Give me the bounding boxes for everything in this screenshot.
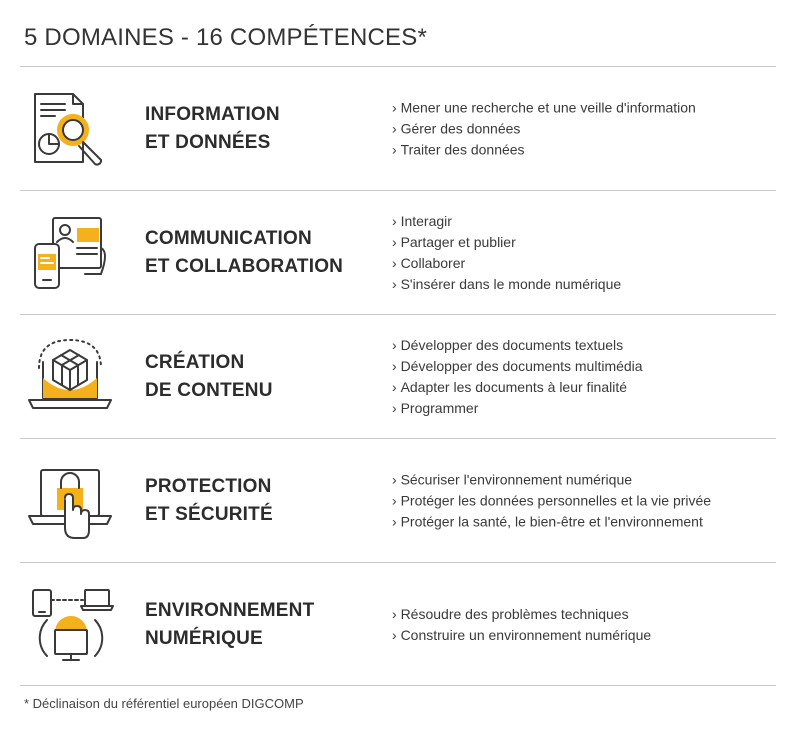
skill-item: Collaborer (392, 253, 621, 274)
domain-title: CRÉATION DE CONTENU (145, 352, 273, 401)
skill-list: Interagir Partager et publier Collaborer… (392, 211, 622, 295)
skill-item: Construire un environnement numérique (392, 625, 652, 646)
domain-title: ENVIRONNEMENT NUMÉRIQUE (145, 600, 315, 649)
domain-title: PROTECTION ET SÉCURITÉ (145, 476, 273, 525)
domain-title: INFORMATION ET DONNÉES (145, 104, 280, 153)
domain-title: COMMUNICATION ET COLLABORATION (145, 228, 344, 277)
divider (20, 66, 776, 67)
skill-list: Développer des documents textuels Dévelo… (392, 335, 643, 419)
divider (20, 314, 776, 315)
lock-touch-laptop-icon (20, 441, 120, 561)
skill-item: Gérer des données (392, 119, 696, 140)
skill-item: Protéger les données personnelles et la … (392, 491, 712, 512)
divider (20, 685, 776, 686)
skill-list: Sécuriser l'environnement numérique Prot… (392, 470, 712, 533)
skill-item: Développer des documents multimédia (392, 356, 643, 377)
skill-item: Protéger la santé, le bien-être et l'env… (392, 512, 711, 533)
devices-network-icon (20, 565, 120, 685)
skill-item: Adapter les documents à leur finalité (392, 377, 643, 398)
skill-item: Traiter des données (392, 140, 696, 161)
divider (20, 562, 776, 563)
skill-item: Interagir (392, 211, 621, 232)
divider (20, 438, 776, 439)
domain-environment: ENVIRONNEMENT NUMÉRIQUE Résoudre des pro… (20, 565, 776, 685)
skill-item: Partager et publier (392, 232, 621, 253)
domain-information: INFORMATION ET DONNÉES Mener une recherc… (20, 69, 776, 189)
skill-item: Mener une recherche et une veille d'info… (392, 98, 696, 119)
skill-item: Sécuriser l'environnement numérique (392, 470, 711, 491)
skill-item: Résoudre des problèmes techniques (392, 604, 651, 625)
page-title: 5 DOMAINES - 16 COMPÉTENCES* (24, 24, 428, 51)
magnifier-document-icon (20, 69, 120, 189)
skill-item: Programmer (392, 398, 643, 419)
skill-list: Résoudre des problèmes techniques Constr… (392, 604, 652, 646)
skill-item: S'insérer dans le monde numérique (392, 274, 622, 295)
domain-creation: CRÉATION DE CONTENU Développer des docum… (20, 317, 776, 437)
skill-item: Développer des documents textuels (392, 335, 643, 356)
skill-list: Mener une recherche et une veille d'info… (392, 98, 696, 161)
divider (20, 190, 776, 191)
communication-devices-icon (20, 193, 120, 313)
domain-communication: COMMUNICATION ET COLLABORATION Interagir… (20, 193, 776, 313)
footnote: * Déclinaison du référentiel européen DI… (24, 696, 304, 711)
3d-cube-laptop-icon (20, 317, 120, 437)
domain-protection: PROTECTION ET SÉCURITÉ Sécuriser l'envir… (20, 441, 776, 561)
